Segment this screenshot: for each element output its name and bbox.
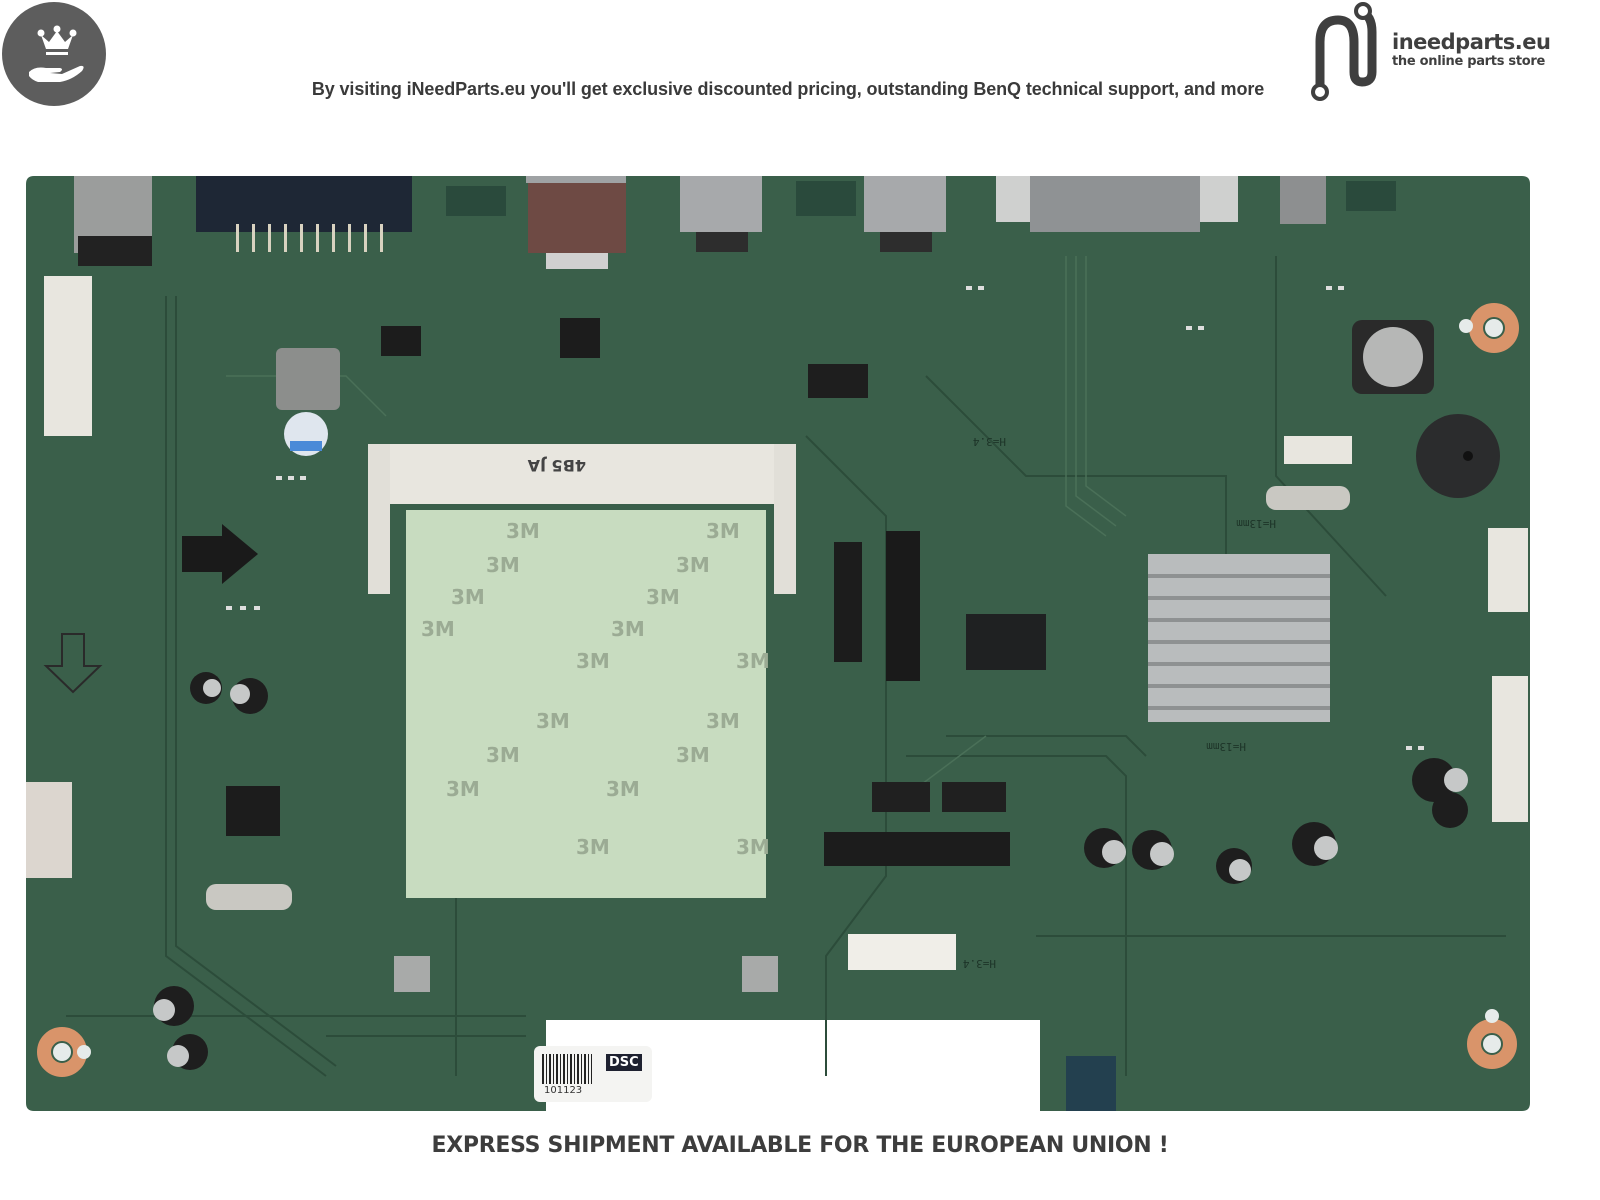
crown-on-hand-icon	[29, 25, 84, 82]
svg-text:H=3.4: H=3.4	[973, 435, 1006, 448]
promo-tagline: By visiting iNeedParts.eu you'll get exc…	[311, 79, 1265, 99]
dsc-badge: DSC	[606, 1054, 642, 1071]
svg-text:3M: 3M	[676, 553, 710, 577]
svg-text:H=13mm: H=13mm	[1206, 740, 1246, 753]
svg-text:3M: 3M	[736, 835, 770, 859]
svg-text:3M: 3M	[646, 585, 680, 609]
logo-name: ineedparts.eu	[1392, 30, 1551, 54]
svg-text:3M: 3M	[676, 743, 710, 767]
logo-subtitle: the online parts store	[1392, 54, 1545, 69]
svg-text:H=13mm: H=13mm	[1236, 517, 1276, 530]
svg-text:3M: 3M	[706, 709, 740, 733]
svg-text:3M: 3M	[451, 585, 485, 609]
svg-text:3M: 3M	[506, 519, 540, 543]
ineedparts-logo[interactable]	[1310, 2, 1600, 102]
svg-text:3M: 3M	[606, 777, 640, 801]
svg-text:3M: 3M	[536, 709, 570, 733]
svg-text:3M: 3M	[446, 777, 480, 801]
barcode	[542, 1054, 592, 1084]
circuit-n-logo-icon	[1311, 2, 1377, 101]
svg-text:3M: 3M	[706, 519, 740, 543]
barcode-label: 101123 DSC	[534, 1046, 652, 1102]
crown-hand-badge	[2, 2, 106, 106]
svg-text:3M: 3M	[421, 617, 455, 641]
barcode-number: 101123	[544, 1085, 583, 1096]
svg-text:3M: 3M	[611, 617, 645, 641]
svg-text:3M: 3M	[486, 553, 520, 577]
svg-text:H=3.4: H=3.4	[963, 957, 996, 970]
dimm-marking: 4B5 JA	[527, 456, 586, 475]
shipping-banner: EXPRESS SHIPMENT AVAILABLE FOR THE EUROP…	[431, 1133, 1169, 1158]
svg-text:3M: 3M	[576, 649, 610, 673]
svg-text:3M: 3M	[486, 743, 520, 767]
svg-text:3M: 3M	[576, 835, 610, 859]
svg-text:3M: 3M	[736, 649, 770, 673]
